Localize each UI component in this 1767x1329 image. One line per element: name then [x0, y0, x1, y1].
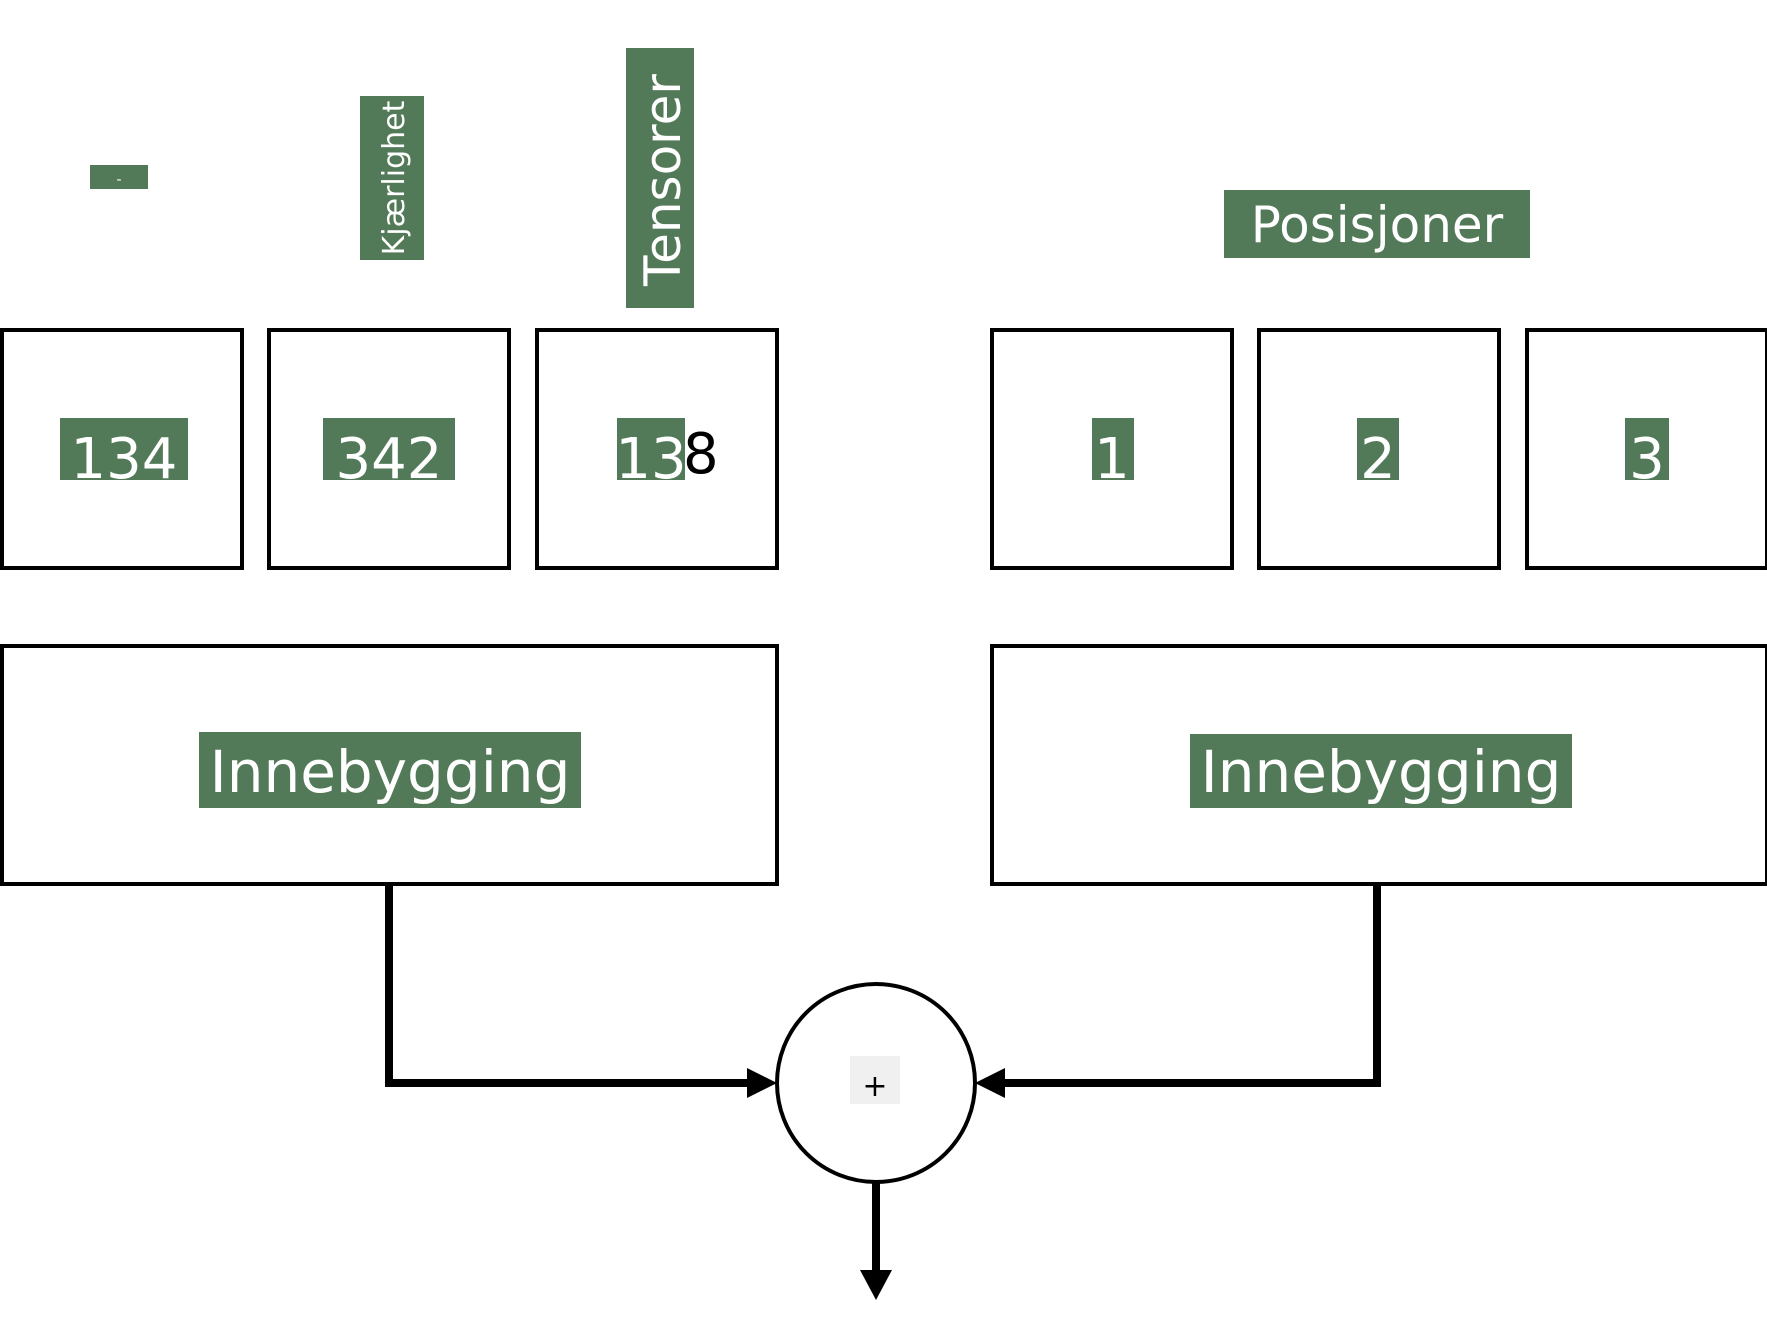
output-arrow [860, 1182, 892, 1300]
position-box-3: 3 [1525, 328, 1767, 570]
svg-text:13: 13 [615, 427, 686, 492]
arrowhead-right [747, 1068, 777, 1098]
token-label-dash: - [90, 165, 148, 189]
sum-symbol-background [850, 1056, 900, 1104]
token-id-box-3: 8 13 [535, 328, 779, 570]
svg-text:2: 2 [1360, 427, 1396, 492]
svg-text:134: 134 [71, 427, 178, 492]
token-id-overflow-digit: 8 [683, 422, 719, 487]
svg-text:3: 3 [1629, 427, 1665, 492]
position-box-2: 2 [1257, 328, 1501, 570]
arrowhead-left [975, 1068, 1005, 1098]
svg-text:Innebygging: Innebygging [1201, 738, 1562, 806]
arrowhead-down [860, 1270, 892, 1300]
svg-text:342: 342 [336, 427, 443, 492]
svg-text:Tensorer: Tensorer [634, 74, 692, 287]
svg-text:Innebygging: Innebygging [210, 738, 571, 806]
token-id-box-2: 342 [267, 328, 511, 570]
connector-left [385, 884, 777, 1098]
embedding-box-left: Innebygging [0, 644, 779, 886]
sum-node: + [775, 982, 977, 1184]
embedding-box-right: Innebygging [990, 644, 1767, 886]
svg-text:Posisjoner: Posisjoner [1251, 196, 1504, 254]
plus-icon: + [862, 1069, 887, 1104]
svg-text:Kjærlighet: Kjærlighet [377, 100, 412, 255]
positions-label: Posisjoner [1224, 190, 1530, 258]
svg-text:-: - [116, 172, 121, 188]
svg-text:1: 1 [1094, 427, 1130, 492]
position-box-1: 1 [990, 328, 1234, 570]
token-label-kjaerlighet: Kjærlighet [360, 96, 424, 260]
token-label-tensorer: Tensorer [626, 48, 694, 308]
token-id-box-1: 134 [0, 328, 244, 570]
connector-right [975, 884, 1381, 1098]
